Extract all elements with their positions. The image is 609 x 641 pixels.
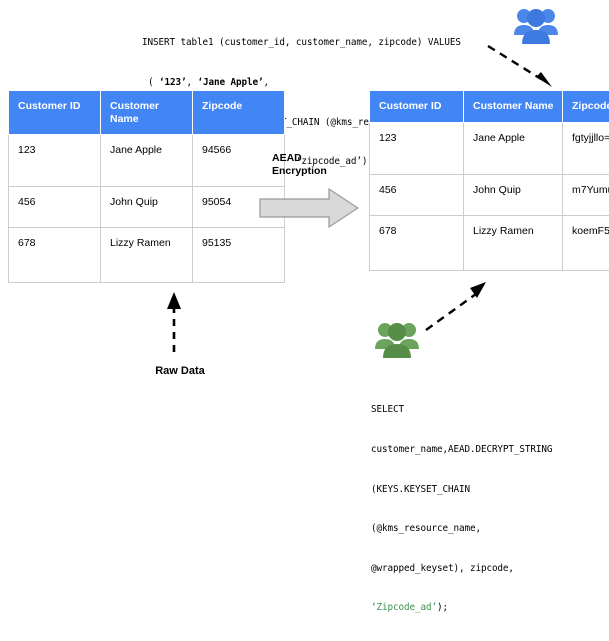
table-header-row: Customer ID Customer Name Zipcode xyxy=(370,91,609,123)
encrypted-data-table: Customer ID Customer Name Zipcode 123 Ja… xyxy=(369,90,609,271)
select-sql-line-6-suffix: ); xyxy=(437,602,448,613)
table-row: 456 John Quip 95054 xyxy=(9,187,285,228)
select-sql-line-5: @wrapped_keyset), zipcode, xyxy=(371,562,552,575)
cell-zipcode: fgtyjjllo= xyxy=(563,122,609,174)
select-sql-statement: SELECT customer_name,AEAD.DECRYPT_STRING… xyxy=(371,377,552,641)
insert-sql-line-2-sep: , xyxy=(187,77,198,88)
cell-zipcode: m7Yumuaw qry xyxy=(563,174,609,215)
insert-to-table-dashed-arrow xyxy=(484,42,564,90)
insert-sql-literal-customer-id: ‘123’ xyxy=(159,77,187,88)
cell-customer-id: 678 xyxy=(9,228,101,283)
raw-data-label: Raw Data xyxy=(130,365,230,377)
cell-customer-name: Lizzy Ramen xyxy=(464,215,563,270)
insert-sql-line-1: INSERT table1 (customer_id, customer_nam… xyxy=(142,36,461,49)
table-row: 123 Jane Apple fgtyjjllo= xyxy=(370,122,609,174)
cell-zipcode: 95135 xyxy=(193,228,285,283)
cell-customer-id: 123 xyxy=(370,122,464,174)
insert-sql-line-2: ( ‘123’, ‘Jane Apple’, xyxy=(142,76,461,89)
column-header-customer-id: Customer ID xyxy=(9,91,101,135)
cell-customer-id: 678 xyxy=(370,215,464,270)
table-row: 123 Jane Apple 94566 xyxy=(9,135,285,187)
cell-customer-name: Jane Apple xyxy=(101,135,193,187)
insert-sql-line-2-suffix: , xyxy=(263,77,269,88)
cell-customer-id: 456 xyxy=(9,187,101,228)
select-sql-line-6: ‘Zipcode_ad’); xyxy=(371,601,552,614)
people-group-icon-green xyxy=(374,318,420,360)
table-row: 678 Lizzy Ramen koemF5ter= xyxy=(370,215,609,270)
select-sql-line-4: (@kms_resource_name, xyxy=(371,522,552,535)
select-sql-line-3: (KEYS.KEYSET_CHAIN xyxy=(371,483,552,496)
cell-customer-name: John Quip xyxy=(101,187,193,228)
table-header-row: Customer ID Customer Name Zipcode xyxy=(9,91,285,135)
raw-data-dashed-arrow xyxy=(158,292,190,354)
column-header-customer-name: Customer Name xyxy=(101,91,193,135)
people-group-icon-blue xyxy=(513,4,559,46)
column-header-customer-name: Customer Name xyxy=(464,91,563,123)
cell-zipcode: koemF5ter= xyxy=(563,215,609,270)
cell-zipcode: 94566 xyxy=(193,135,285,187)
cell-customer-name: Lizzy Ramen xyxy=(101,228,193,283)
insert-sql-line-2-prefix: ( xyxy=(148,77,159,88)
aead-encryption-label: AEAD Encryption xyxy=(272,152,327,178)
select-sql-line-2: customer_name,AEAD.DECRYPT_STRING xyxy=(371,443,552,456)
table-row: 678 Lizzy Ramen 95135 xyxy=(9,228,285,283)
select-to-table-dashed-arrow xyxy=(420,278,490,334)
raw-data-table: Customer ID Customer Name Zipcode 123 Ja… xyxy=(8,90,285,283)
diagram-canvas: INSERT table1 (customer_id, customer_nam… xyxy=(0,0,609,469)
column-header-zipcode: Zipcode xyxy=(563,91,609,123)
cell-customer-name: John Quip xyxy=(464,174,563,215)
right-block-arrow-icon xyxy=(259,188,359,228)
cell-customer-id: 123 xyxy=(9,135,101,187)
select-sql-line-1: SELECT xyxy=(371,403,552,416)
select-sql-literal-zipcode-ad: ‘Zipcode_ad’ xyxy=(371,602,437,613)
column-header-customer-id: Customer ID xyxy=(370,91,464,123)
cell-customer-id: 456 xyxy=(370,174,464,215)
table-row: 456 John Quip m7Yumuaw qry xyxy=(370,174,609,215)
insert-sql-literal-customer-name: ‘Jane Apple’ xyxy=(198,77,264,88)
column-header-zipcode: Zipcode xyxy=(193,91,285,135)
cell-customer-name: Jane Apple xyxy=(464,122,563,174)
